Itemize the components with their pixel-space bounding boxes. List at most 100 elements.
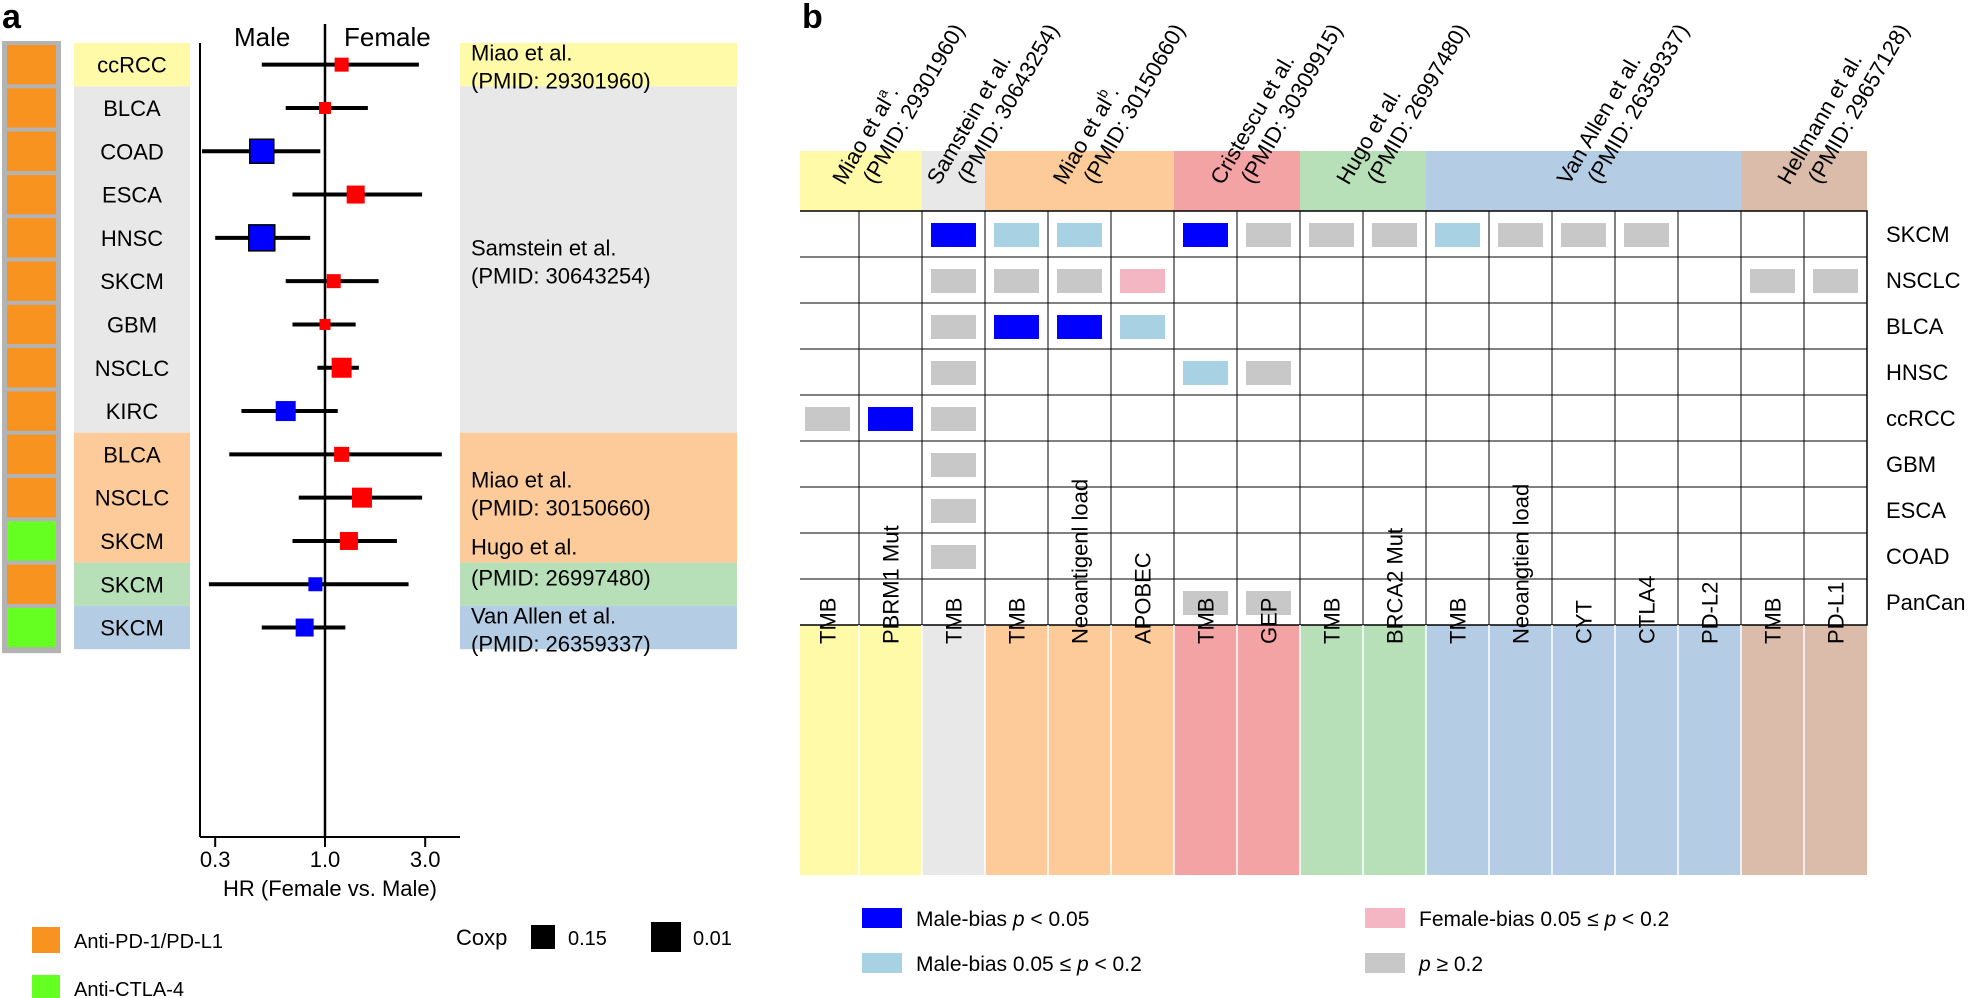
hr-point [339, 531, 358, 550]
legend-label-part: ≥ 0.2 [1431, 953, 1483, 976]
hr-point [319, 101, 331, 114]
cancer-row-label: GBM [1886, 452, 1936, 477]
study-header-band [1741, 151, 1867, 211]
study-band-right [460, 86, 737, 433]
heatmap-cell [1057, 315, 1102, 339]
legend-label-part: < 0.2 [1616, 908, 1669, 931]
cancer-label: HNSC [101, 226, 163, 251]
heatmap-cell [931, 453, 976, 477]
study-pmid: (PMID: 30643254) [471, 264, 651, 289]
study-header-band [1174, 151, 1300, 211]
study-band-right [460, 605, 737, 650]
study-name: Samstein et al. [471, 236, 617, 261]
cancer-label: SKCM [100, 616, 164, 641]
therapy-cell [7, 521, 56, 561]
study-pmid: (PMID: 30150660) [471, 496, 651, 521]
heatmap-cell [994, 315, 1039, 339]
heatmap-cell [1057, 223, 1102, 247]
legend-label-part: Male-bias [916, 908, 1013, 931]
feature-column-label: PD-L1 [1824, 582, 1849, 644]
coxp-swatch-small [531, 925, 555, 949]
forest-plot: ccRCCBLCACOADESCAHNSCSKCMGBMNSCLCKIRCBLC… [2, 24, 737, 998]
coxp-legend-label: 0.15 [568, 928, 607, 950]
x-tick-label: 3.0 [410, 847, 441, 872]
cancer-label: SKCM [100, 269, 164, 294]
study-header-band [985, 151, 1174, 211]
hr-point [351, 487, 372, 508]
study-pmid: (PMID: 26997480) [471, 566, 651, 591]
study-footer-band [1426, 625, 1741, 875]
heatmap-cell [1120, 269, 1165, 293]
therapy-cell [7, 88, 56, 128]
therapy-cell [7, 391, 56, 431]
cancer-row-label: ccRCC [1886, 406, 1956, 431]
cancer-row-label: ESCA [1886, 498, 1946, 523]
therapy-cell [7, 304, 56, 345]
coxp-legend-label: 0.01 [693, 928, 732, 950]
cancer-label: ESCA [102, 183, 162, 208]
legend-label-part: p [1012, 908, 1025, 931]
heatmap-cell [1246, 591, 1291, 615]
legend-label-part: Female-bias 0.05 ≤ [1419, 908, 1604, 931]
therapy-legend-label: Anti-CTLA-4 [74, 979, 184, 998]
hr-point [275, 401, 296, 422]
legend-swatch [1365, 908, 1405, 928]
female-header: Female [344, 22, 431, 52]
heatmap-cell [1183, 591, 1228, 615]
hr-point [326, 274, 341, 289]
heatmap-cell [1813, 269, 1858, 293]
cancer-label: BLCA [103, 442, 161, 467]
coxp-legend-title: Coxp [456, 925, 507, 950]
feature-column-label: TMB [1005, 598, 1030, 644]
therapy-legend-swatch [32, 927, 60, 953]
therapy-cell [7, 131, 56, 171]
coxp-swatch-large [651, 922, 681, 952]
feature-column-label: TMB [942, 598, 967, 644]
study-band-left [74, 562, 190, 606]
feature-column-label: TMB [1194, 598, 1219, 644]
therapy-cell [7, 174, 56, 215]
legend-label-part: p [1076, 953, 1089, 976]
feature-column-label: CTLA4 [1635, 576, 1660, 644]
heatmap-cell [1372, 223, 1417, 247]
feature-column-label: GEP [1257, 598, 1282, 644]
study-name: Hugo et al. [471, 535, 577, 560]
heatmap-cell [1561, 223, 1606, 247]
heatmap-cell [805, 407, 850, 431]
study-footer-band [800, 625, 922, 875]
legend-label-part: < 0.05 [1025, 908, 1090, 931]
cancer-row-label: SKCM [1886, 222, 1950, 247]
grid-frame [800, 210, 1868, 626]
heatmap-cell [1120, 315, 1165, 339]
therapy-legend-swatch [32, 975, 60, 998]
hr-point [334, 446, 350, 462]
legend-label: Male-bias p < 0.05 [916, 908, 1089, 931]
cancer-row-label: HNSC [1886, 360, 1948, 385]
heatmap-cell [1057, 269, 1102, 293]
therapy-cell [7, 607, 56, 648]
study-band-left [74, 432, 190, 563]
panel-a-label: a [2, 0, 21, 36]
study-header-band [922, 151, 985, 211]
feature-column-label: CYT [1572, 600, 1597, 644]
heatmap-cell [1498, 223, 1543, 247]
panel-b-label: b [802, 0, 823, 36]
study-band-left [74, 43, 190, 87]
cancer-label: GBM [107, 312, 157, 337]
heatmap-cell [1246, 223, 1291, 247]
cancer-row-label: BLCA [1886, 314, 1944, 339]
study-band-left [74, 86, 190, 433]
heatmap-cell [1624, 223, 1669, 247]
cancer-label: ccRCC [97, 53, 167, 78]
therapy-cell [7, 564, 56, 604]
bias-heatmap: Miao et ala.(PMID: 29301960)Samstein et … [800, 19, 1966, 976]
feature-column-label: PBRM1 Mut [879, 525, 904, 644]
therapy-legend-label: Anti-PD-1/PD-L1 [74, 931, 223, 953]
heatmap-cell [931, 315, 976, 339]
legend-label-part: p [1603, 908, 1616, 931]
heatmap-cell [994, 223, 1039, 247]
study-footer-band [922, 625, 985, 875]
legend-label-part: < 0.2 [1089, 953, 1142, 976]
x-tick-label: 0.3 [200, 847, 231, 872]
